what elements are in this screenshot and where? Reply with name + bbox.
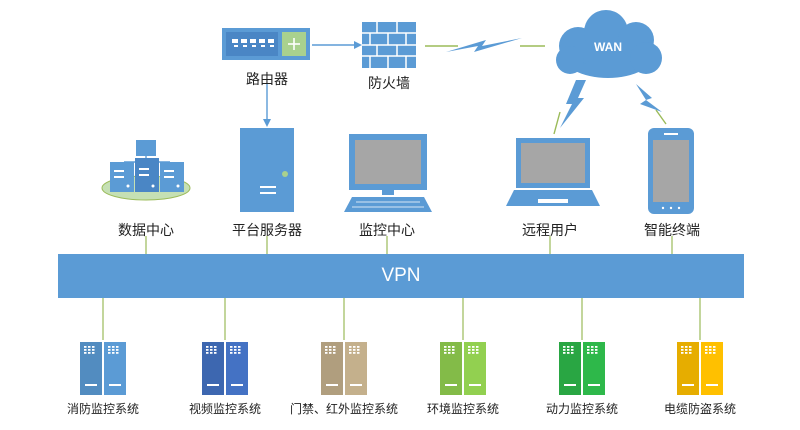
data-center-icon bbox=[101, 140, 191, 201]
vpn-label: VPN bbox=[381, 265, 421, 286]
firewall-icon bbox=[362, 22, 416, 68]
lightning-icon bbox=[636, 84, 662, 112]
middle-item-label: 远程用户 bbox=[522, 223, 578, 239]
middle-item-label: 智能终端 bbox=[644, 223, 700, 239]
server-cabinet-icon bbox=[559, 342, 605, 395]
laptop-icon bbox=[506, 138, 600, 206]
subsystem-label: 消防监控系统 bbox=[66, 402, 140, 416]
smartphone-icon bbox=[648, 128, 694, 214]
wan-label: WAN bbox=[594, 40, 622, 54]
vpn-bus bbox=[58, 254, 744, 298]
monitor-computer-icon bbox=[344, 134, 432, 212]
server-cabinet-icon bbox=[202, 342, 248, 395]
firewall-label: 防火墙 bbox=[368, 76, 410, 92]
middle-item-label: 监控中心 bbox=[359, 223, 415, 239]
subsystem-label: 电缆防盗系统 bbox=[663, 402, 737, 416]
middle-connectors bbox=[145, 236, 673, 254]
server-cabinet-icon bbox=[440, 342, 486, 395]
middle-item-label: 平台服务器 bbox=[232, 223, 302, 239]
subsystem-label: 门禁、红外监控系统 bbox=[289, 402, 399, 416]
server-cabinet-icon bbox=[321, 342, 367, 395]
cloud-laptop-link bbox=[553, 111, 561, 135]
middle-item-label: 数据中心 bbox=[118, 223, 174, 239]
subsystem-connectors bbox=[102, 298, 701, 340]
subsystem-cabinets bbox=[80, 342, 723, 395]
lightning-icon bbox=[560, 80, 586, 128]
subsystem-label: 环境监控系统 bbox=[426, 402, 500, 416]
subsystem-label: 动力监控系统 bbox=[545, 402, 619, 416]
router-label: 路由器 bbox=[246, 72, 288, 88]
subsystem-label: 视频监控系统 bbox=[188, 402, 262, 416]
server-tower-icon bbox=[240, 128, 294, 212]
router-icon bbox=[222, 28, 310, 60]
server-cabinet-icon bbox=[677, 342, 723, 395]
arrow-right-icon bbox=[354, 41, 362, 49]
wan-cloud-icon bbox=[556, 10, 662, 78]
server-cabinet-icon bbox=[80, 342, 126, 395]
arrow-down-icon bbox=[263, 119, 271, 127]
wireless-link-icon bbox=[425, 38, 545, 52]
cloud-phone-link bbox=[655, 109, 667, 125]
